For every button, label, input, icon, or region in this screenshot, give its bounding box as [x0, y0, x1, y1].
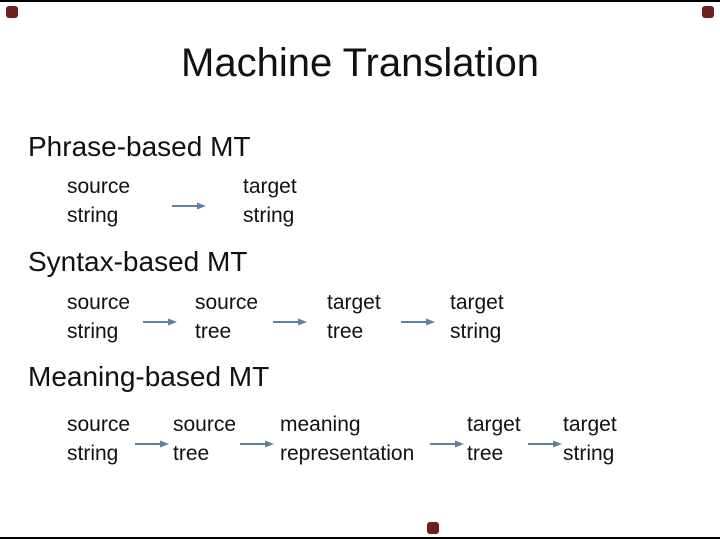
flow-node-line: string: [67, 320, 119, 343]
flow-node-line: source: [67, 291, 131, 314]
flow-node-line: tree: [173, 442, 210, 465]
flow-node-line: string: [243, 204, 295, 227]
flow-node-line: string: [67, 442, 119, 465]
flow-node-source-string: source string: [67, 410, 130, 468]
flow-node-source-string: source string: [67, 288, 130, 346]
flow-node-line: source: [195, 291, 259, 314]
flow-node-target-string: target string: [450, 288, 504, 346]
flow-node-line: tree: [195, 320, 232, 343]
flow-node-line: target: [563, 413, 617, 436]
flow-node-line: source: [67, 175, 131, 198]
flow-node-line: target: [243, 175, 297, 198]
flow-arrow-icon: [172, 201, 206, 211]
flow-node-source-string: source string: [67, 172, 130, 230]
slide-title: Machine Translation: [181, 41, 539, 85]
flow-node-target-string: target string: [243, 172, 297, 230]
flow-arrow-icon: [430, 439, 464, 449]
flow-arrow-icon: [401, 317, 435, 327]
flow-node-line: string: [67, 204, 119, 227]
corner-marker-top-right: [702, 6, 714, 18]
flow-node-line: representation: [280, 442, 415, 465]
corner-marker-top-left: [6, 6, 18, 18]
flow-arrow-icon: [273, 317, 307, 327]
flow-node-target-tree: target tree: [467, 410, 521, 468]
section-heading-phrase-based-mt: Phrase-based MT: [28, 131, 251, 162]
flow-node-target-tree: target tree: [327, 288, 381, 346]
slide-top-rule: [0, 0, 720, 2]
flow-node-line: meaning: [280, 413, 361, 436]
flow-arrow-icon: [528, 439, 562, 449]
flow-node-line: source: [67, 413, 131, 436]
flow-node-line: source: [173, 413, 237, 436]
flow-node-line: tree: [467, 442, 504, 465]
flow-node-target-string: target string: [563, 410, 617, 468]
flow-node-line: string: [563, 442, 615, 465]
section-heading-syntax-based-mt: Syntax-based MT: [28, 246, 248, 277]
section-heading-meaning-based-mt: Meaning-based MT: [28, 361, 270, 392]
slide-bottom-rule: [0, 537, 720, 539]
flow-arrow-icon: [240, 439, 274, 449]
flow-node-line: target: [467, 413, 521, 436]
flow-node-source-tree: source tree: [195, 288, 258, 346]
flow-node-line: target: [327, 291, 381, 314]
flow-node-line: string: [450, 320, 502, 343]
flow-node-meaning-representation: meaning representation: [280, 410, 414, 468]
flow-node-source-tree: source tree: [173, 410, 236, 468]
flow-node-line: target: [450, 291, 504, 314]
edge-marker-bottom-center: [427, 522, 439, 534]
flow-node-line: tree: [327, 320, 364, 343]
flow-arrow-icon: [143, 317, 177, 327]
flow-arrow-icon: [135, 439, 169, 449]
